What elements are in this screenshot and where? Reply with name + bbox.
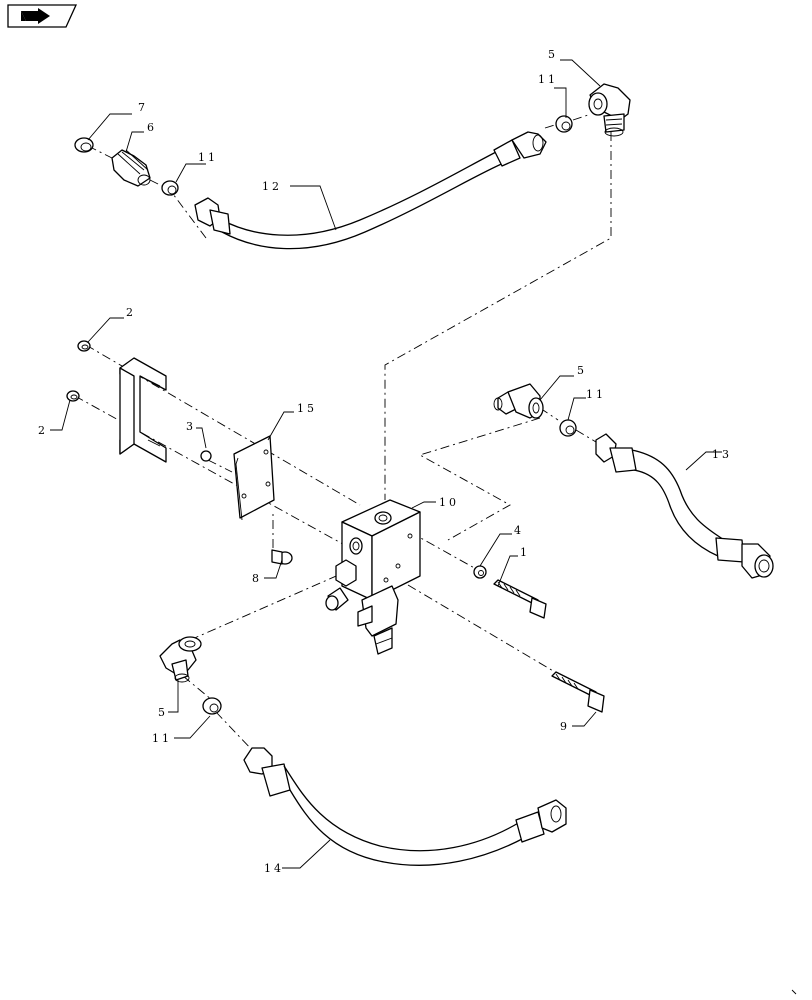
callout-5-upper: 5 — [548, 48, 558, 61]
callout-11-upper-left: 11 — [198, 151, 218, 164]
callout-5-middle: 5 — [577, 364, 587, 377]
hose-13 — [595, 433, 774, 579]
next-page-arrow-icon[interactable] — [7, 4, 78, 28]
callout-13: 13 — [712, 448, 732, 461]
washer-2-upper — [77, 340, 91, 352]
callout-10: 10 — [439, 496, 459, 509]
screw-8 — [271, 549, 293, 565]
callout-11-upper-right: 11 — [538, 73, 558, 86]
leader-lines — [50, 59, 722, 869]
oring-11-middle — [559, 419, 577, 437]
callout-11-lower: 11 — [152, 732, 172, 745]
elbow-5-lower — [159, 636, 202, 683]
callout-6: 6 — [147, 121, 157, 134]
callout-8: 8 — [252, 572, 262, 585]
valve-block-10 — [325, 499, 421, 655]
center-lines — [74, 114, 612, 753]
plate-15 — [233, 435, 275, 521]
callout-11-middle: 11 — [586, 388, 606, 401]
oring-11-lower — [202, 697, 222, 715]
hose-12 — [194, 131, 547, 250]
hose-14 — [243, 747, 567, 866]
cap-7 — [74, 137, 94, 153]
callout-3: 3 — [186, 420, 196, 433]
callout-15: 15 — [297, 402, 317, 415]
bracket — [119, 357, 167, 463]
bolt-1 — [493, 579, 547, 619]
elbow-5-middle — [493, 383, 544, 419]
callout-2-upper: 2 — [126, 306, 136, 319]
elbow-5-upper — [555, 83, 631, 137]
callout-12: 12 — [262, 180, 282, 193]
callouts: 7 6 11 11 5 12 2 2 3 15 8 10 4 1 9 5 11 … — [38, 48, 732, 875]
callout-2-lower: 2 — [38, 424, 48, 437]
callout-5-lower: 5 — [158, 706, 168, 719]
corner-mark — [791, 989, 797, 995]
nut-3 — [200, 450, 212, 462]
callout-1: 1 — [520, 546, 530, 559]
oring-11-upper-left — [161, 180, 179, 196]
callout-7: 7 — [138, 101, 148, 114]
bolt-9 — [551, 671, 605, 713]
adapter-6 — [111, 149, 151, 187]
washer-4 — [473, 565, 487, 579]
callout-9: 9 — [560, 720, 570, 733]
callout-4: 4 — [514, 524, 524, 537]
callout-14: 14 — [264, 862, 284, 875]
washer-2-lower — [66, 390, 80, 402]
